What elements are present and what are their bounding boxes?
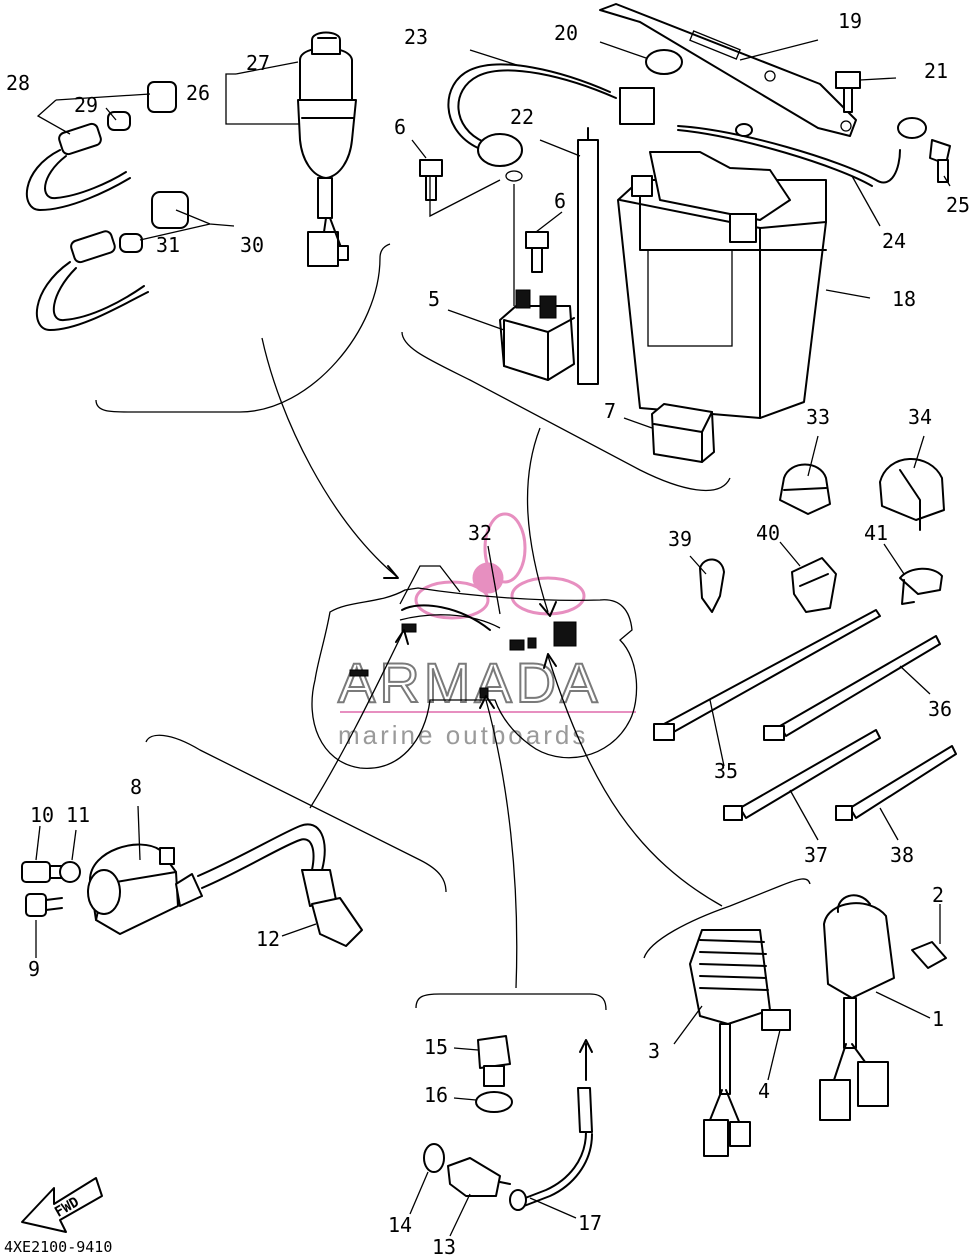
callout-5: 5	[428, 287, 440, 311]
callout-leaders	[35, 39, 951, 1237]
callout-31: 31	[156, 233, 180, 257]
callout-23: 23	[404, 25, 428, 49]
callout-19: 19	[838, 9, 862, 33]
propeller-logo	[414, 512, 586, 620]
regulator-cdi-assembly	[689, 894, 947, 1157]
callout-21: 21	[924, 59, 948, 83]
callout-1: 1	[932, 1007, 944, 1031]
callout-27: 27	[246, 51, 270, 75]
callout-15: 15	[424, 1035, 448, 1059]
callout-2: 2	[932, 883, 944, 907]
ignition-coil-assembly	[21, 823, 363, 947]
main-switch-assembly	[26, 31, 357, 331]
callout-32: 32	[468, 521, 492, 545]
callout-25: 25	[946, 193, 970, 217]
watermark: ARMADA marine outboards	[337, 512, 636, 750]
callout-28: 28	[6, 71, 30, 95]
forward-direction-arrow: FWD	[21, 1177, 103, 1233]
callout-11: 11	[66, 803, 90, 827]
callout-6a: 6	[394, 115, 406, 139]
callout-36: 36	[928, 697, 952, 721]
callout-7: 7	[604, 399, 616, 423]
watermark-tagline: marine outboards	[338, 720, 588, 750]
callout-33: 33	[806, 405, 830, 429]
sensor-assembly	[423, 1035, 593, 1211]
diagram-code: 4XE2100-9410	[4, 1238, 112, 1256]
callout-35: 35	[714, 759, 738, 783]
callout-34: 34	[908, 405, 932, 429]
callout-20: 20	[554, 21, 578, 45]
callout-39: 39	[668, 527, 692, 551]
callout-24: 24	[882, 229, 906, 253]
callout-13: 13	[432, 1235, 456, 1256]
callout-10: 10	[30, 803, 54, 827]
callout-8: 8	[130, 775, 142, 799]
callout-29: 29	[74, 93, 98, 117]
assembly-leaders	[261, 337, 723, 989]
callout-40: 40	[756, 521, 780, 545]
callout-9: 9	[28, 957, 40, 981]
callout-4: 4	[758, 1079, 770, 1103]
callout-38: 38	[890, 843, 914, 867]
vehicle-outline	[311, 565, 638, 769]
watermark-rule	[340, 711, 636, 713]
callout-17: 17	[578, 1211, 602, 1235]
callout-6b: 6	[554, 189, 566, 213]
watermark-brand: ARMADA	[338, 651, 602, 714]
assembly-braces	[95, 243, 811, 1011]
battery-assembly	[419, 3, 951, 463]
callout-14: 14	[388, 1213, 412, 1237]
callout-30: 30	[240, 233, 264, 257]
callout-numbers: 1 2 3 4 5 6 6 7 8 9 10 11 12 13 14 15 16…	[6, 9, 970, 1256]
callout-26: 26	[186, 81, 210, 105]
callout-12: 12	[256, 927, 280, 951]
callout-22: 22	[510, 105, 534, 129]
callout-16: 16	[424, 1083, 448, 1107]
callout-3: 3	[648, 1039, 660, 1063]
callout-41: 41	[864, 521, 888, 545]
callout-18: 18	[892, 287, 916, 311]
clamps-and-ties	[653, 458, 957, 821]
callout-37: 37	[804, 843, 828, 867]
